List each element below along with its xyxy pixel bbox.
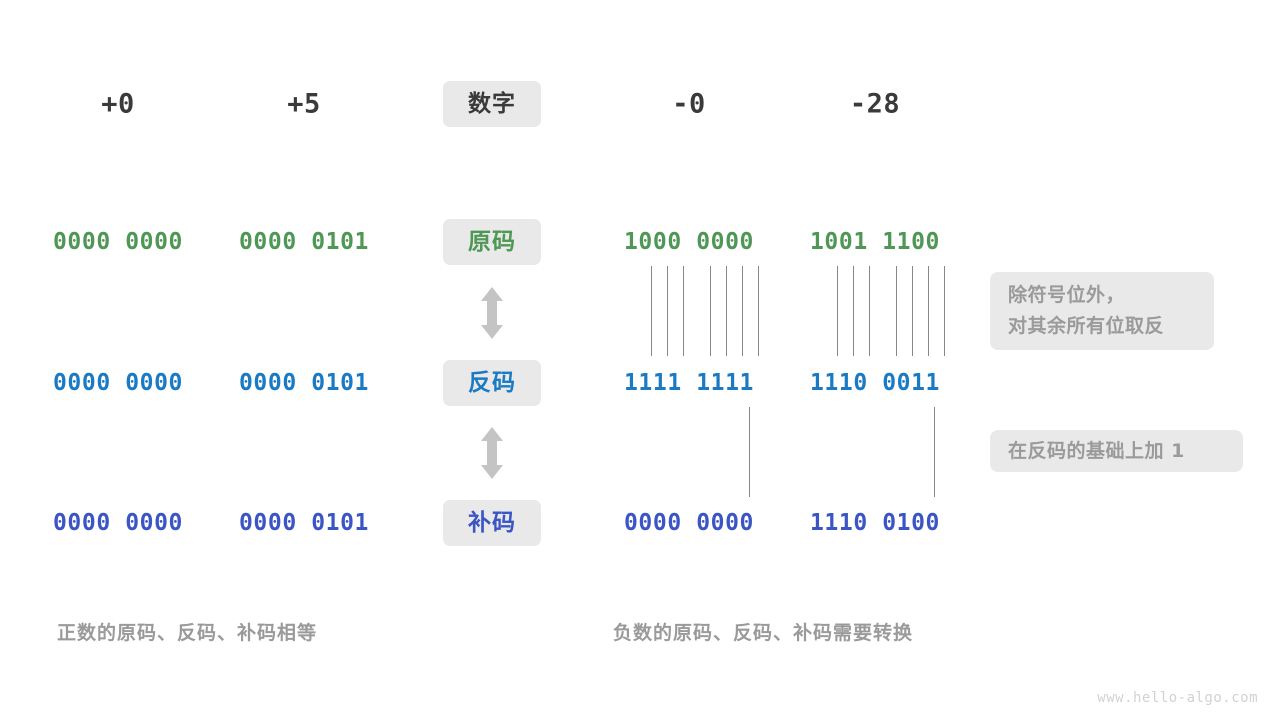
badge-number-label: 数字 [443,81,541,127]
sign-magnitude-plus-zero-bits: 0000 0000 [52,229,184,255]
invert-bit-line [928,266,929,356]
ones-complement-minus-twentyeight-bits: 1110 0011 [809,370,941,396]
ones-complement-plus-zero-bits: 0000 0000 [52,370,184,396]
caption-positive: 正数的原码、反码、补码相等 [57,622,318,644]
note-invert-bits: 除符号位外， 对其余所有位取反 [990,272,1214,350]
sign-magnitude-minus-zero-bits: 1000 0000 [623,229,755,255]
add-one-line [749,407,750,497]
invert-bit-line [896,266,897,356]
twos-complement-plus-five-bits: 0000 0101 [238,510,370,536]
invert-bit-line [837,266,838,356]
note-add-one-line-1: 在反码的基础上加 1 [1008,440,1185,462]
invert-bit-line [758,266,759,356]
badge-sign-magnitude-label: 原码 [443,219,541,265]
header-value-minus-zero: -0 [672,88,706,120]
sign-magnitude-plus-five-bits: 0000 0101 [238,229,370,255]
invert-bit-line [742,266,743,356]
invert-bit-line [710,266,711,356]
caption-negative: 负数的原码、反码、补码需要转换 [613,622,914,644]
note-add-one: 在反码的基础上加 1 [990,430,1243,472]
add-one-line [934,407,935,497]
invert-bit-line [651,266,652,356]
twos-complement-minus-zero-bits: 0000 0000 [623,510,755,536]
invert-bit-line [726,266,727,356]
twos-complement-minus-twentyeight-bits: 1110 0100 [809,510,941,536]
invert-bit-line [667,266,668,356]
note-invert-bits-line-2: 对其余所有位取反 [1008,315,1165,337]
ones-complement-plus-five-bits: 0000 0101 [238,370,370,396]
header-value-minus-twentyeight: -28 [849,88,901,120]
header-value-plus-five: +5 [287,88,321,120]
watermark-url: www.hello-algo.com [1097,690,1258,706]
badge-twos-complement-label: 补码 [443,500,541,546]
invert-bit-line [853,266,854,356]
invert-bit-line [944,266,945,356]
ones-complement-minus-zero-bits: 1111 1111 [623,370,755,396]
double-arrow-vertical-icon-top [477,287,507,339]
invert-bit-line [683,266,684,356]
twos-complement-plus-zero-bits: 0000 0000 [52,510,184,536]
double-arrow-vertical-icon-bottom [477,427,507,479]
badge-ones-complement-label: 反码 [443,360,541,406]
invert-bit-line [869,266,870,356]
header-value-plus-zero: +0 [101,88,135,120]
invert-bit-line [912,266,913,356]
sign-magnitude-minus-twentyeight-bits: 1001 1100 [809,229,941,255]
note-invert-bits-line-1: 除符号位外， [1008,284,1126,306]
